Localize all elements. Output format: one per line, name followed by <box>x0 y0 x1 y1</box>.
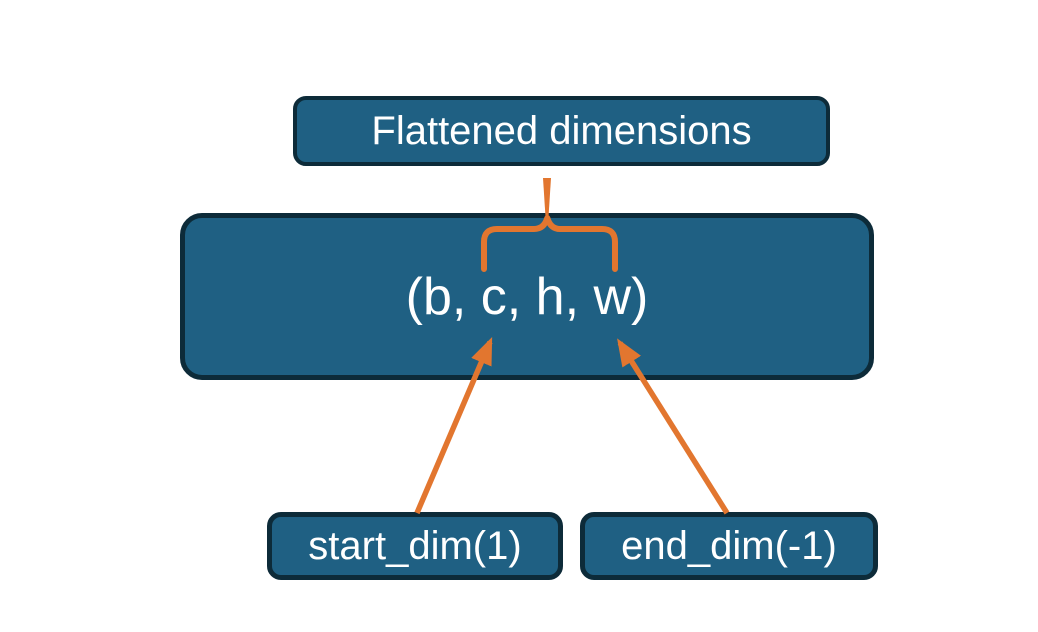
start-dim-box: start_dim(1) <box>267 512 563 580</box>
brace-stem <box>543 178 551 217</box>
end-dim-label: end_dim(-1) <box>621 523 837 568</box>
end-dim-box: end_dim(-1) <box>580 512 878 580</box>
flattened-dimensions-label: Flattened dimensions <box>371 108 752 153</box>
start-dim-label: start_dim(1) <box>308 523 522 568</box>
tensor-shape-box: (b, c, h, w) <box>180 213 874 380</box>
tensor-shape-label: (b, c, h, w) <box>405 267 649 326</box>
flattened-dimensions-box: Flattened dimensions <box>293 96 830 166</box>
